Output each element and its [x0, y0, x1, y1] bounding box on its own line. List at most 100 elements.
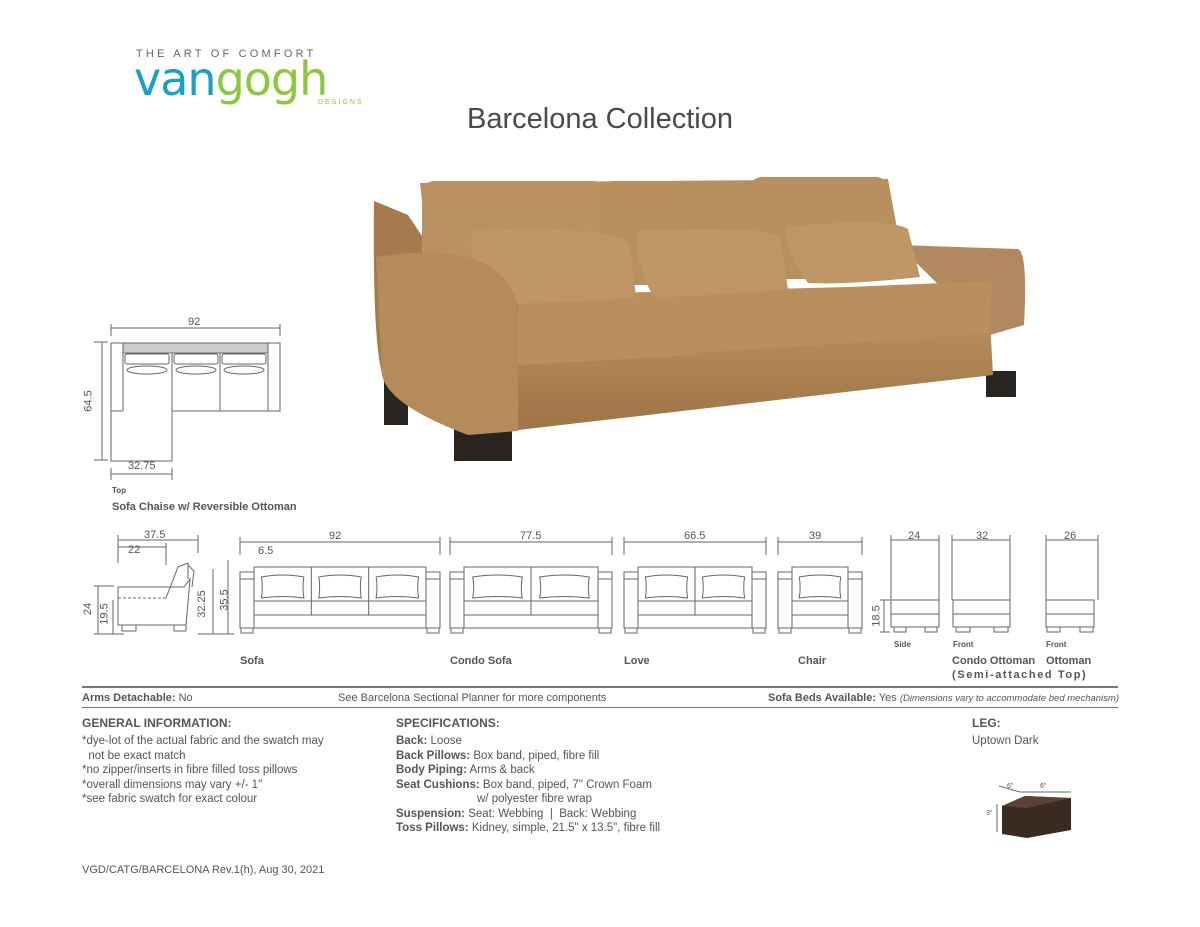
sectional-planner-note: See Barcelona Sectional Planner for more…: [338, 692, 607, 704]
elevation-width-dim: 92: [329, 530, 342, 542]
brand-logo: vangogh: [134, 52, 328, 106]
leg: [451, 628, 463, 633]
toss-pillow: [645, 575, 687, 598]
divider: [82, 686, 1118, 688]
leg-dim-h: 3": [986, 810, 993, 817]
toss-pillow: [319, 575, 361, 598]
leg: [849, 628, 861, 633]
brand-tagline: THE ART OF COMFORT: [136, 48, 317, 60]
chaise-depth-dim: 64.5: [82, 390, 95, 412]
sofa-leg: [986, 371, 1016, 397]
elevation-width-dim: 66.5: [684, 530, 706, 542]
leg-heading: LEG:: [972, 716, 1001, 730]
ottoman-side-width-dim: 24: [908, 530, 921, 542]
condo-ottoman-width-dim: 32: [976, 530, 989, 542]
spec-item: Seat Cushions: Box band, piped, 7" Crown…: [396, 778, 652, 791]
toss-pillow: [786, 222, 920, 284]
spec-item: Toss Pillows: Kidney, simple, 21.5" x 13…: [396, 822, 661, 834]
base: [464, 615, 598, 628]
spec-item: w/ polyester fibre wrap: [477, 793, 593, 805]
arm: [240, 572, 254, 628]
elevation-love: [622, 535, 770, 645]
arm: [598, 572, 612, 628]
elevation-width-dim: 77.5: [520, 530, 542, 542]
side-back-height-dim: 32.25: [195, 590, 208, 618]
leg: [779, 628, 791, 633]
ottoman-height-dim: 18.5: [870, 605, 883, 627]
arm-width-dim: 6.5: [258, 545, 274, 557]
ottoman-side-view: Side: [894, 640, 911, 649]
toss-pillow: [261, 575, 303, 598]
sofa-left-arm: [376, 252, 518, 435]
leg: [599, 628, 611, 633]
chaise-outline: [111, 343, 280, 461]
chaise-label: Sofa Chaise w/ Reversible Ottoman: [112, 501, 297, 513]
leg-dim-w2: 6": [1040, 783, 1047, 790]
brand-logo-sub: DESIGNS: [318, 99, 364, 106]
sofa-photo: [373, 177, 1026, 461]
leg-image: [985, 780, 1071, 838]
seat-cushion: [518, 291, 698, 365]
side-seat-depth-dim: 22: [128, 544, 141, 556]
toss-pillow: [637, 229, 788, 297]
spec-item: Suspension: Seat: Webbing | Back: Webbin…: [396, 807, 637, 820]
chaise-chaise-width-dim: 32.75: [128, 460, 156, 472]
arms-detachable: Arms Detachable: No: [82, 692, 193, 704]
side-elevation-diagram: [84, 535, 234, 640]
chaise-view-label: Top: [112, 486, 127, 495]
leg-value: Uptown Dark: [972, 735, 1039, 747]
general-info-heading: GENERAL INFORMATION:: [82, 716, 232, 730]
arm: [848, 572, 862, 628]
chaise-width-dim: 92: [188, 316, 201, 328]
condo-ottoman-label: Condo Ottoman: [952, 655, 1036, 667]
leg: [625, 628, 637, 633]
leg-dim-w1: 6": [1007, 783, 1014, 790]
toss-pillow: [471, 229, 636, 304]
leg: [241, 628, 253, 633]
arm: [426, 572, 440, 628]
side-arm-height-dim: 24: [82, 602, 95, 616]
elevation-chair: [776, 535, 866, 645]
general-info-line: not be exact match: [82, 749, 186, 762]
ottoman-side: [880, 535, 939, 632]
general-info-line: *see fabric swatch for exact colour: [82, 793, 258, 805]
ottoman-note: (Semi-attached Top): [952, 669, 1088, 681]
back: [254, 567, 426, 615]
elevation-label: Love: [624, 655, 650, 667]
toss-pillow: [799, 575, 840, 598]
toss-pillow: [540, 575, 590, 598]
ottoman-width-dim: 26: [1064, 530, 1077, 542]
arm: [624, 572, 638, 628]
arm: [778, 572, 792, 628]
general-info-line: *no zipper/inserts in fibre filled toss …: [82, 764, 298, 776]
leg: [753, 628, 765, 633]
seat-cushion: [848, 281, 992, 343]
spec-item: Back: Loose: [396, 735, 462, 747]
ottoman-label: Ottoman: [1046, 655, 1092, 667]
condo-ottoman-front: [952, 535, 1010, 632]
spec-item: Body Piping: Arms & back: [396, 764, 535, 776]
divider: [82, 707, 1118, 708]
toss-pillow: [473, 575, 523, 598]
leg: [427, 628, 439, 633]
elevation-sofa: [238, 535, 444, 645]
spec-item: Back Pillows: Box band, piped, fibre fil…: [396, 749, 600, 762]
ottoman-front: [1046, 535, 1098, 632]
toss-pillow: [376, 575, 418, 598]
document-revision: VGD/CATG/BARCELONA Rev.1(h), Aug 30, 202…: [82, 864, 325, 876]
specifications-heading: SPECIFICATIONS:: [396, 716, 500, 730]
general-info-list: *dye-lot of the actual fabric and the sw…: [82, 734, 324, 807]
sofa-beds-available: Sofa Beds Available: Yes (Dimensions var…: [768, 692, 1119, 704]
elevation-label: Condo Sofa: [450, 655, 512, 667]
elevation-label: Sofa: [240, 655, 264, 667]
arm: [752, 572, 766, 628]
seat-cushion: [698, 287, 848, 353]
elevation-label: Chair: [798, 655, 827, 667]
base: [638, 615, 752, 628]
side-seat-height-dim: 19.5: [98, 603, 111, 625]
elevation-condo-sofa: [448, 535, 616, 645]
ottoman-diagrams: [870, 535, 1110, 640]
side-depth-dim: 37.5: [144, 529, 166, 541]
arm: [450, 572, 464, 628]
